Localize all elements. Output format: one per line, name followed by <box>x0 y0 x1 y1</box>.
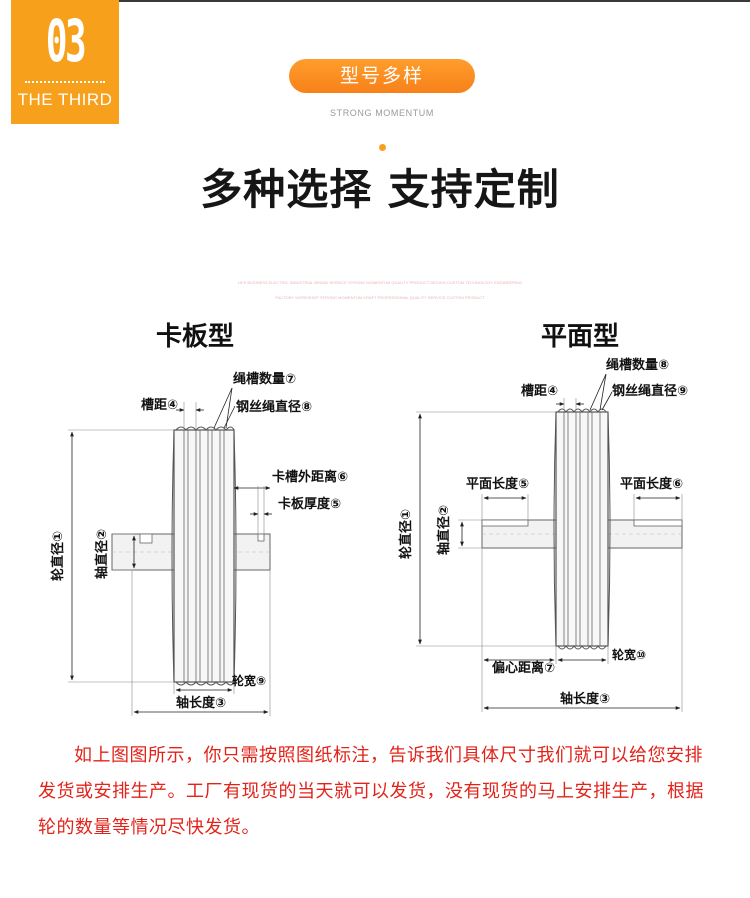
section-number-badge: 03 THE THIRD <box>11 0 119 124</box>
left-shaft-length-label: 轴长度③ <box>176 695 226 711</box>
left-groove-pitch-label: 槽距④ <box>141 397 178 413</box>
left-groove-count-label: 绳槽数量⑦ <box>233 371 296 387</box>
description-text: 如上图图所示，你只需按照图纸标注，告诉我们具体尺寸我们就可以给您安排发货或安排生… <box>38 738 718 846</box>
badge-number: 03 <box>45 7 87 75</box>
left-card-outer-label: 卡槽外距离⑥ <box>272 469 348 485</box>
diagram-right-title: 平面型 <box>541 322 619 352</box>
right-rope-diameter-label: 钢丝绳直径⑨ <box>612 383 688 399</box>
left-wheel <box>171 426 237 686</box>
section-subtitle: STRONG MOMENTUM <box>330 108 434 118</box>
right-eccentric-label: 偏心距离⑦ <box>492 660 555 676</box>
left-shaft-diameter-label: 轴直径② <box>94 529 110 579</box>
description-paragraph: 如上图图所示，你只需按照图纸标注，告诉我们具体尺寸我们就可以给您安排发货或安排生… <box>38 745 704 838</box>
diagram-flat-type: 平面型 轮直径① 轴直径② <box>398 322 688 712</box>
badge-dotted-rule <box>25 81 105 83</box>
right-groove-count-label: 绳槽数量⑧ <box>606 357 669 373</box>
diagram-left-title: 卡板型 <box>156 322 234 352</box>
fine-print-line-1: LIFE BUSINESS ELECTRIC INDUSTRIAL BRAND … <box>237 280 523 285</box>
right-flat-length-right-label: 平面长度⑥ <box>620 476 683 492</box>
right-shaft-diameter-label: 轴直径② <box>436 505 452 555</box>
badge-subtitle: THE THIRD <box>17 90 113 109</box>
section-title-pill: 型号多样 <box>289 59 475 93</box>
right-flat-left <box>481 519 529 527</box>
left-wheel-width-label: 轮宽⑨ <box>232 673 266 688</box>
right-flat-right <box>633 519 683 527</box>
top-divider-line <box>118 0 750 2</box>
right-groove-pitch-label: 槽距④ <box>521 383 558 399</box>
right-flat-length-left-label: 平面长度⑤ <box>466 476 529 492</box>
right-wheel <box>553 408 611 650</box>
left-rope-diameter-label: 钢丝绳直径⑧ <box>236 399 312 415</box>
left-card-slot <box>257 533 265 542</box>
left-card-thickness-label: 卡板厚度⑤ <box>278 496 341 512</box>
fine-print-line-2: FACTORY WORKSHOP STRONG MOMENTUM CRAFT P… <box>275 295 485 300</box>
right-wheel-width-label: 轮宽⑩ <box>612 647 646 662</box>
decorative-dot <box>379 144 386 151</box>
right-shaft-length-label: 轴长度③ <box>560 691 610 707</box>
left-wheel-diameter-label: 轮直径① <box>50 531 66 581</box>
page-headline: 多种选择 支持定制 <box>200 165 560 214</box>
diagram-card-type: 卡板型 轮直径① 轴直径② <box>50 322 348 716</box>
left-keyway <box>139 533 153 544</box>
right-wheel-diameter-label: 轮直径① <box>398 509 414 559</box>
pulley-diagrams: 卡板型 轮直径① 轴直径② <box>50 322 688 716</box>
